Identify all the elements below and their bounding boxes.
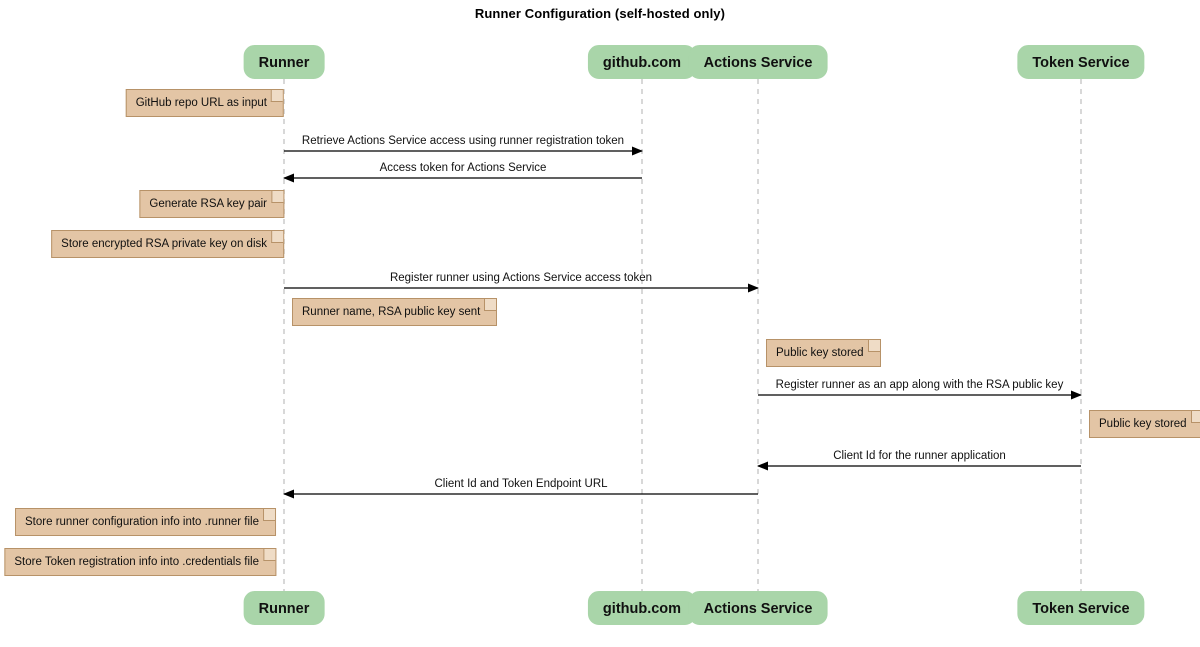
note-n4: Runner name, RSA public key sent: [292, 298, 498, 326]
message-label-m2: Access token for Actions Service: [379, 162, 547, 174]
participant-actions-bottom[interactable]: Actions Service: [688, 591, 828, 625]
note-label: Store runner configuration info into .ru…: [25, 516, 259, 528]
page-title: Runner Configuration (self-hosted only): [474, 6, 726, 21]
note-fold-corner-icon: [1190, 411, 1200, 423]
note-n7: Store runner configuration info into .ru…: [15, 508, 276, 536]
note-fold-corner-icon: [271, 191, 283, 203]
message-label-m1: Retrieve Actions Service access using ru…: [301, 135, 625, 147]
participant-token-top[interactable]: Token Service: [1017, 45, 1145, 79]
note-fold-corner-icon: [263, 549, 275, 561]
note-fold-corner-icon: [867, 340, 880, 352]
message-label-m5: Client Id for the runner application: [833, 450, 1006, 462]
participant-github-top[interactable]: github.com: [587, 45, 697, 79]
note-n3: Store encrypted RSA private key on disk: [51, 230, 284, 258]
lifelines: [283, 79, 1082, 591]
message-label-m6: Client Id and Token Endpoint URL: [434, 478, 608, 490]
message-label-m4: Register runner as an app along with the…: [775, 379, 1064, 391]
message-label-m3: Register runner using Actions Service ac…: [389, 272, 653, 284]
note-fold-corner-icon: [263, 509, 275, 521]
participant-actions-top[interactable]: Actions Service: [688, 45, 828, 79]
note-label: GitHub repo URL as input: [135, 97, 267, 109]
participant-token-bottom[interactable]: Token Service: [1017, 591, 1145, 625]
note-n2: Generate RSA key pair: [139, 190, 284, 218]
participant-github-bottom[interactable]: github.com: [587, 591, 697, 625]
note-fold-corner-icon: [271, 90, 283, 102]
note-label: Public key stored: [776, 347, 864, 359]
note-n6: Public key stored: [1089, 410, 1200, 438]
note-label: Store Token registration info into .cred…: [14, 556, 259, 568]
note-fold-corner-icon: [271, 231, 283, 243]
note-label: Runner name, RSA public key sent: [302, 306, 481, 318]
note-n8: Store Token registration info into .cred…: [4, 548, 276, 576]
note-fold-corner-icon: [484, 299, 497, 311]
participant-runner-top[interactable]: Runner: [243, 45, 325, 79]
note-label: Store encrypted RSA private key on disk: [61, 238, 267, 250]
participant-runner-bottom[interactable]: Runner: [243, 591, 325, 625]
note-label: Generate RSA key pair: [149, 198, 267, 210]
note-label: Public key stored: [1099, 418, 1187, 430]
note-n5: Public key stored: [766, 339, 881, 367]
note-n1: GitHub repo URL as input: [125, 89, 284, 117]
